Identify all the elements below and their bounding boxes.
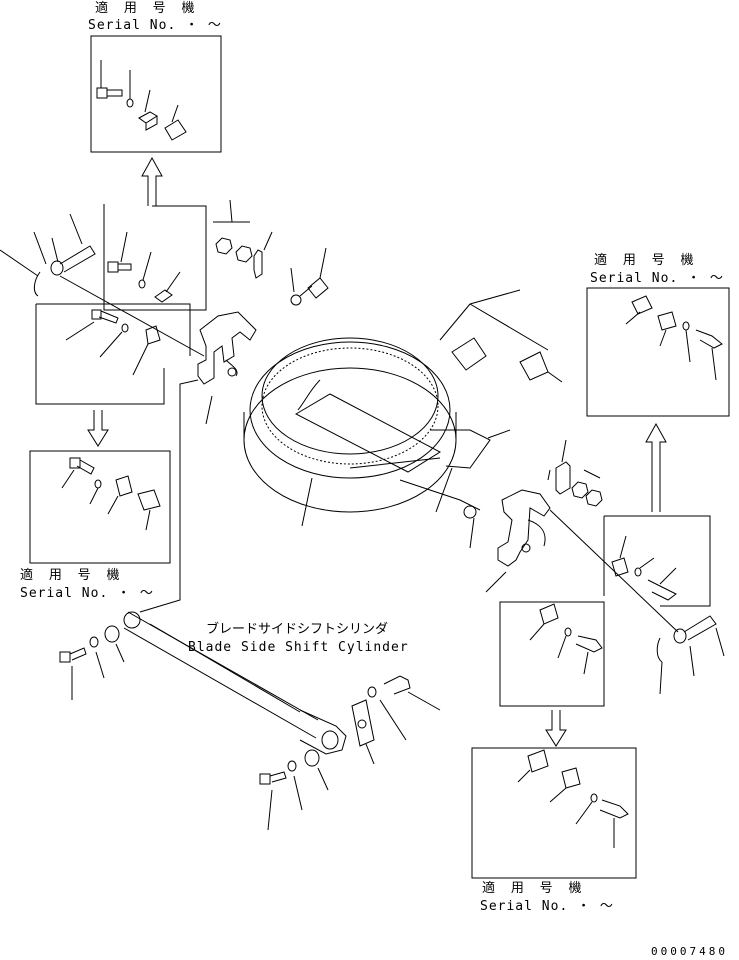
bracket-icon — [138, 89, 158, 131]
bracket-icon — [154, 271, 181, 303]
detail-box-right-mid — [603, 515, 711, 607]
pin-assembly-right — [656, 615, 725, 695]
clip-icon — [164, 104, 187, 141]
serial-block-top-left-jp: 適 用 号 機 — [95, 1, 199, 16]
right-mounting-bracket — [485, 469, 551, 593]
detail-box-top-left — [90, 35, 222, 153]
clip-icon — [137, 489, 161, 531]
washer-icon — [367, 686, 407, 741]
plate-icon — [351, 699, 375, 765]
washer-icon — [304, 749, 329, 791]
arrow-down-icon — [87, 410, 109, 447]
leader-line — [549, 509, 679, 633]
bolt-icon — [65, 309, 119, 341]
bracket-icon — [132, 325, 161, 376]
serial-block-bottom-right-serial: Serial No. ・ ～ — [480, 899, 614, 914]
bolt-icon — [383, 675, 441, 711]
bracket-icon — [549, 767, 581, 803]
leader-line — [139, 379, 199, 613]
bolt-icon — [599, 799, 629, 848]
document-number: 00007480 — [651, 945, 728, 958]
cylinder-label-jp: ブレードサイドシフトシリンダ — [206, 622, 389, 637]
serial-block-mid-left-jp: 適 用 号 機 — [20, 568, 124, 583]
bolt-icon — [575, 635, 603, 675]
leader-line — [59, 275, 205, 357]
bolt-icon — [107, 231, 132, 273]
arrow-up-icon — [141, 156, 163, 206]
cylinder-label-en: Blade Side Shift Cylinder — [188, 640, 409, 655]
leader-line — [301, 477, 313, 527]
washer-icon — [575, 793, 598, 825]
detail-box-lower-left — [29, 450, 171, 564]
clip-icon — [611, 535, 629, 577]
bolt-icon — [96, 60, 123, 99]
bolt-icon — [647, 567, 677, 601]
washer-icon — [634, 557, 655, 577]
bracket-icon — [107, 475, 133, 515]
clip-icon — [517, 749, 549, 783]
plate-icon — [253, 231, 273, 279]
serial-block-bottom-right-jp: 適 用 号 機 — [482, 881, 586, 896]
washer-icon — [89, 479, 102, 505]
washer-icon — [104, 625, 125, 663]
arrow-up-icon — [645, 422, 667, 512]
blade-side-shift-cylinder — [123, 611, 347, 755]
washer-icon — [138, 251, 152, 289]
washer-icon — [99, 323, 129, 358]
pin-assembly-left — [0, 213, 96, 297]
detail-box-lower-right — [471, 747, 637, 879]
washer-icon — [682, 321, 691, 363]
bracket-icon — [657, 311, 677, 347]
pin-icon — [299, 247, 329, 299]
serial-block-right-serial: Serial No. ・ ～ — [590, 271, 724, 286]
drawbar — [294, 379, 511, 549]
serial-block-mid-left-serial: Serial No. ・ ～ — [20, 586, 154, 601]
washer-icon — [89, 636, 105, 679]
detail-box-mid-left — [35, 303, 191, 405]
washer-icon — [557, 627, 572, 659]
bolt-icon — [59, 647, 87, 700]
pin-icon — [439, 303, 487, 371]
washer-icon — [287, 760, 303, 811]
circle-gear-ring — [243, 337, 457, 513]
arrow-down-icon — [545, 710, 567, 747]
nut-icon — [213, 199, 253, 263]
serial-block-right-jp: 適 用 号 機 — [594, 253, 698, 268]
washer-icon — [290, 267, 302, 306]
bolt-icon — [695, 329, 723, 381]
washer-icon — [126, 70, 134, 108]
left-mounting-bracket — [197, 311, 257, 425]
bolt-icon — [61, 457, 95, 489]
clip-icon — [625, 295, 653, 325]
nut-icon — [571, 469, 603, 507]
detail-box-right — [586, 287, 730, 417]
detail-box-bottom-right — [499, 601, 605, 707]
detail-box-upper-mid — [103, 204, 207, 311]
serial-block-top-left-serial: Serial No. ・ ～ — [88, 18, 222, 33]
plate-icon — [555, 439, 571, 495]
pin-icon — [469, 289, 563, 383]
bolt-icon — [259, 771, 287, 831]
bracket-icon — [529, 603, 559, 641]
